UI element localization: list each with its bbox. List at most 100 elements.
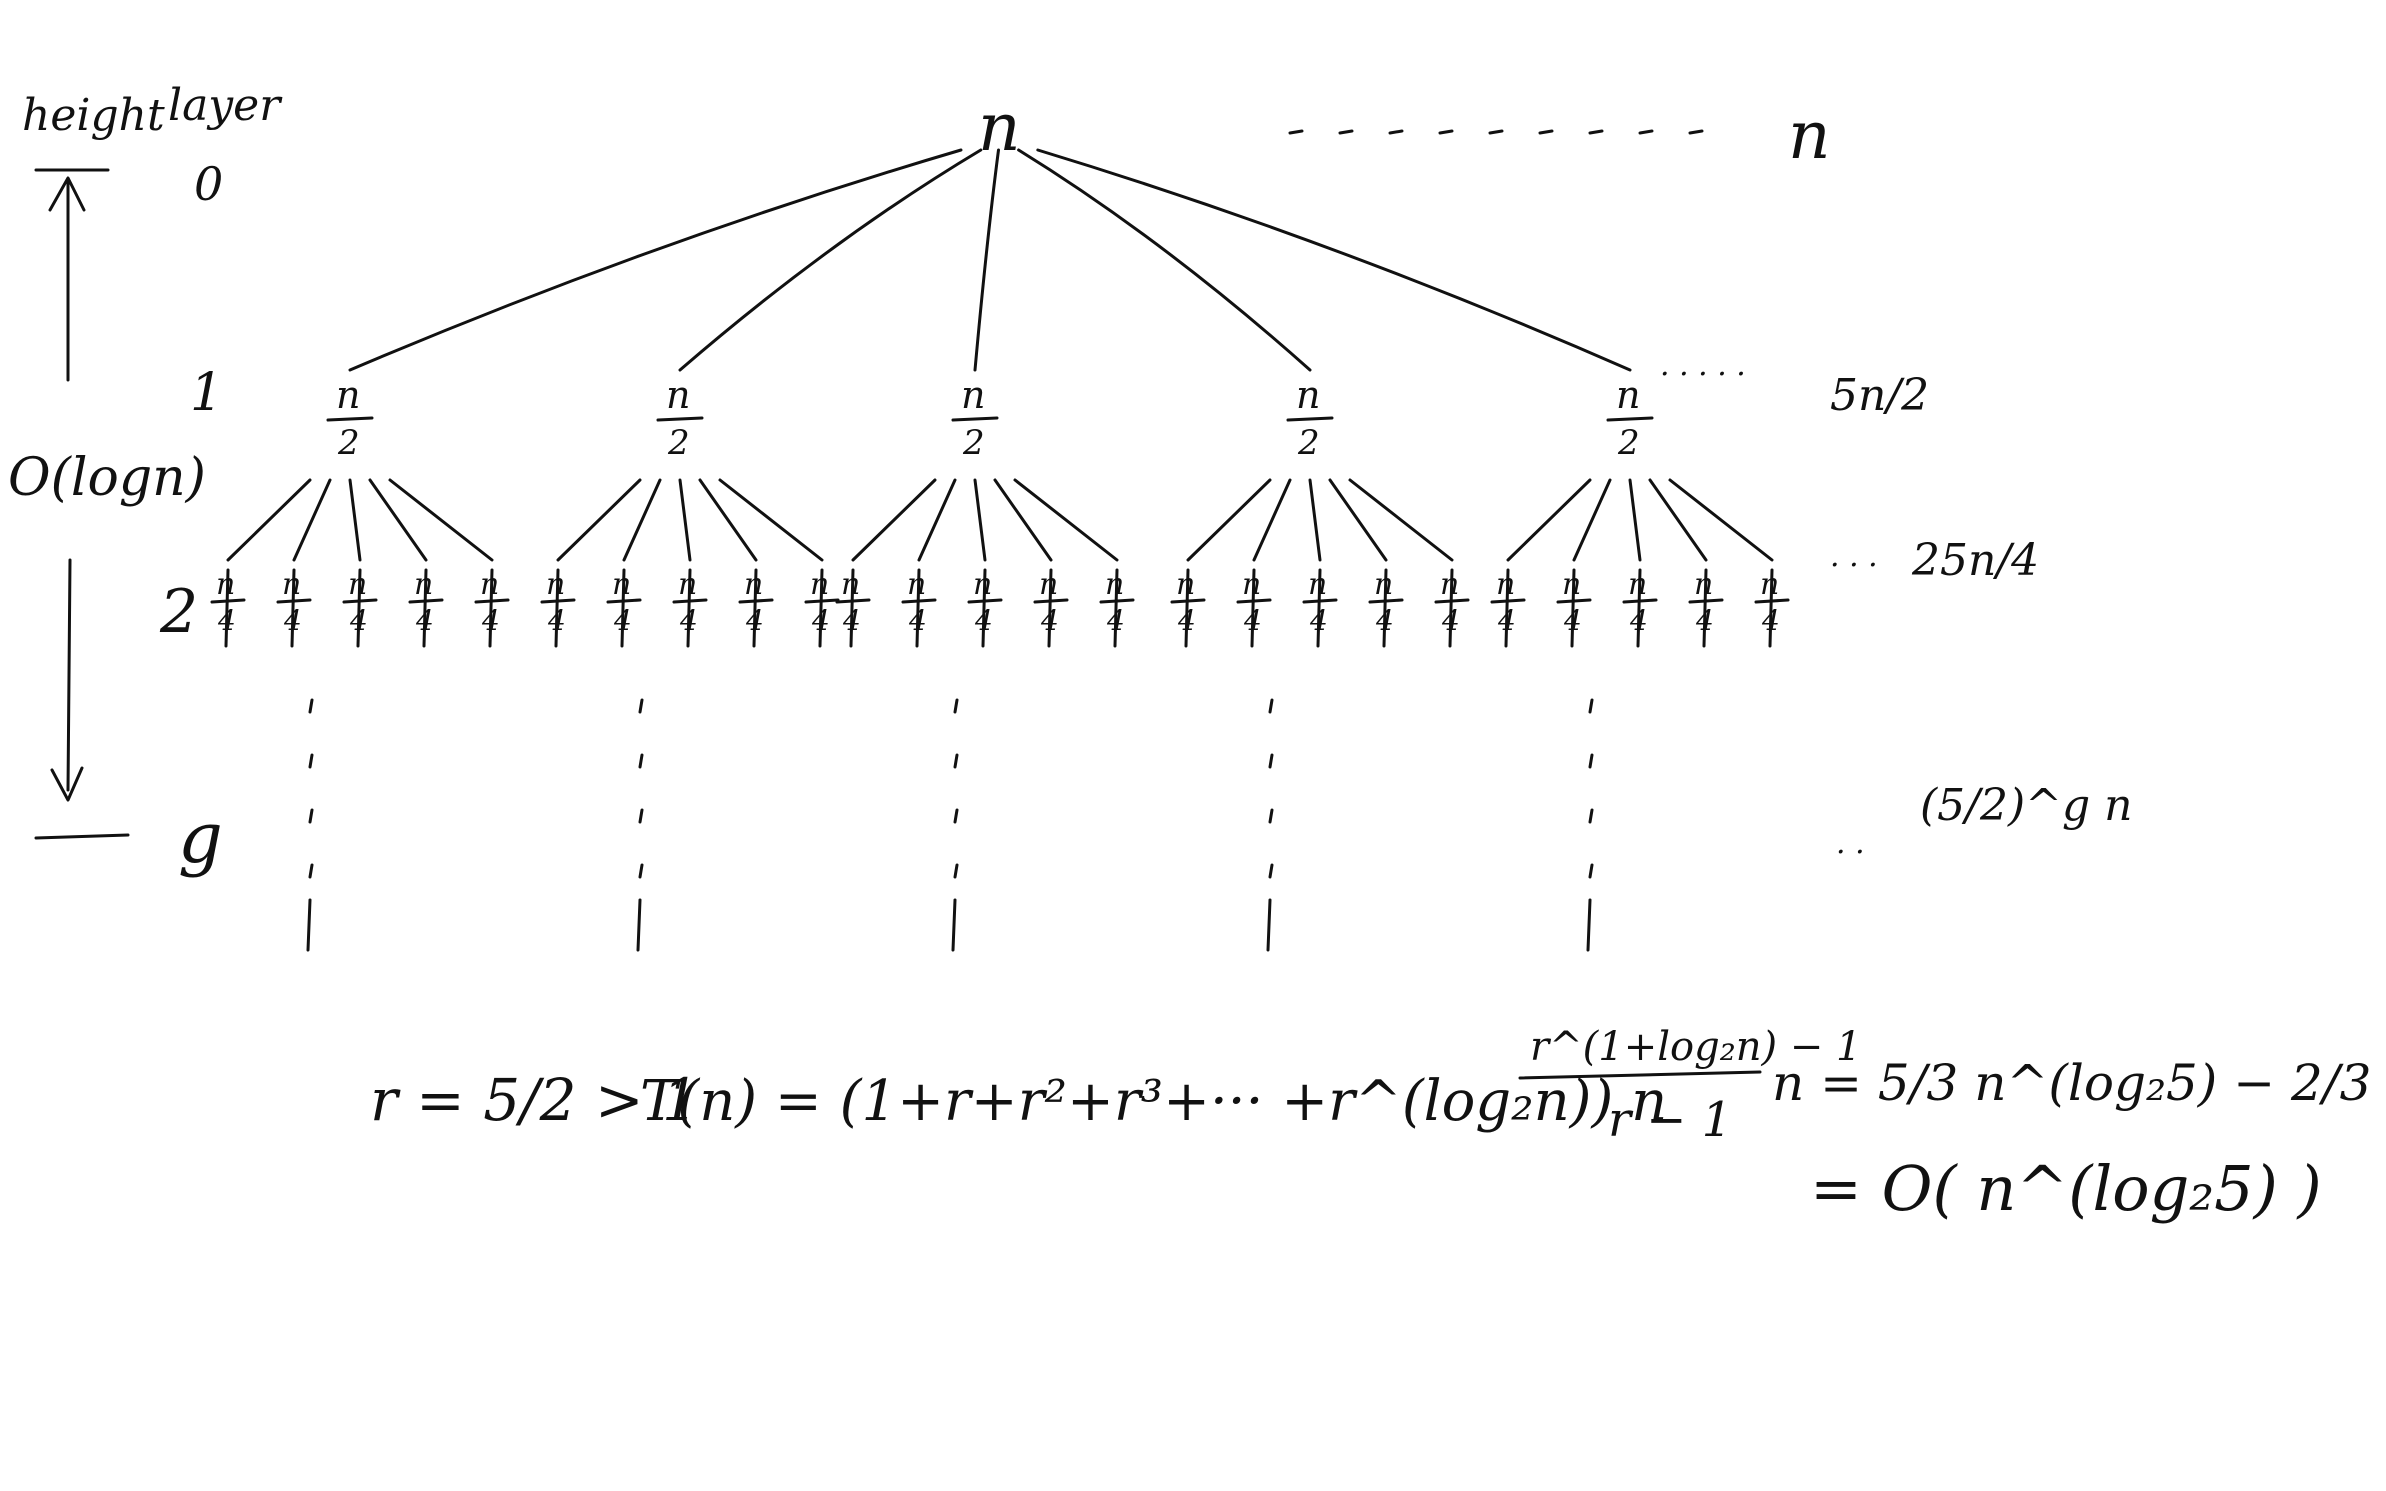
node-numerator: n [961,373,985,417]
level-2-node: n4 [276,567,312,648]
edge-level1-level2 [1308,478,1322,562]
ellipsis-dot [1588,753,1594,769]
edge-root-level1 [348,148,963,372]
node-numerator: n [336,373,360,417]
ellipsis-dot [953,698,959,714]
level-1-node: n2 [1286,373,1334,463]
node-fraction-bar [656,416,704,422]
ellipsis-tail [636,898,642,952]
node-numerator: n [1496,567,1515,602]
sum-fraction-denominator: r − 1 [1608,1092,1732,1148]
sum-result: n = 5/3 n^(log₂5) − 2/3 n [1772,1054,2386,1112]
node-strike [1504,568,1510,648]
edge-root-level1 [973,148,1000,372]
level-2-node: n4 [835,567,871,648]
height-down-arrow [50,558,84,802]
node-strike [1768,568,1774,648]
node-strike [620,568,626,648]
node-strike [1636,568,1642,648]
ellipsis-tail [306,898,312,952]
node-numerator: n [1039,567,1058,602]
level-2-node: n4 [1033,567,1069,648]
edge-level1-level2 [1252,478,1292,562]
level-2-node: n4 [1556,567,1592,648]
ellipsis-dot [638,863,644,879]
node-numerator: n [1374,567,1393,602]
level-0-dots [1288,129,1704,135]
node-strike [818,568,824,648]
height-value: O(logn) [8,448,206,508]
edge-level1-level2 [622,478,662,562]
ellipsis-dot [1268,863,1274,879]
edge-root-level1 [1017,148,1312,372]
level-2-node: n4 [342,567,378,648]
edge-level1-level2 [1506,478,1592,562]
node-numerator: n [678,567,697,602]
ellipsis-dot [1588,698,1594,714]
level-1-node: n2 [1606,373,1654,463]
edge-level1-level2 [1668,478,1774,562]
ratio-equation: r = 5/2 > 1 [370,1066,699,1134]
guide-dot [1538,129,1554,135]
level-2-node: n4 [408,567,444,648]
level-1-dots: · · · · · [1660,357,1746,392]
level-2-node: n4 [1170,567,1206,648]
layer-2: 2 [159,577,198,647]
level-2-node: n4 [1490,567,1526,648]
node-denominator: 2 [1617,423,1640,463]
height-up-arrow [48,176,86,382]
edge-level1-level2 [917,478,957,562]
node-strike [1047,568,1053,648]
node-strike [752,568,758,648]
node-numerator: n [666,373,690,417]
edge-level1-level2 [292,478,332,562]
edge-level1-level2 [1186,478,1272,562]
sum-fraction-numerator: r^(1+log₂n) − 1 [1530,1024,1861,1070]
node-numerator: n [216,567,235,602]
level-2-node: n4 [1622,567,1658,648]
edge-level1-level2 [678,478,692,562]
node-strike [1113,568,1119,648]
level-2-node: n4 [1368,567,1404,648]
node-denominator: 2 [667,423,690,463]
node-strike [488,568,494,648]
level-g-dots: · · [1836,835,1865,870]
node-numerator: n [1760,567,1779,602]
node-strike [849,568,855,648]
node-strike [422,568,428,648]
ellipsis-dot [953,808,959,824]
ellipsis-dot [638,808,644,824]
edge-level1-level2 [718,478,824,562]
node-numerator: n [612,567,631,602]
guide-dot [1488,129,1504,135]
ellipsis-dot [953,863,959,879]
ellipsis-dot [1588,808,1594,824]
node-strike [224,568,230,648]
node-strike [1570,568,1576,648]
ellipsis-dot [308,753,314,769]
level-2-node: n4 [1754,567,1790,648]
node-fraction-bar [326,416,374,422]
edge-level1-level2 [348,478,362,562]
level-2-node: n4 [1099,567,1135,648]
level-2-dots: · · · [1830,548,1878,583]
node-strike [686,568,692,648]
node-numerator: n [1628,567,1647,602]
level-2-node: n4 [606,567,642,648]
level-2-node: n4 [738,567,774,648]
node-numerator: n [973,567,992,602]
ellipsis-dot [308,863,314,879]
node-numerator: n [1308,567,1327,602]
sum-equation: T(n) = (1+r+r²+r³+··· +r^(log₂n)) n [640,1069,1667,1134]
node-numerator: n [282,567,301,602]
node-numerator: n [1694,567,1713,602]
guide-dot [1688,129,1704,135]
node-numerator: n [810,567,829,602]
edge-level1-level2 [368,478,428,562]
edge-level1-level2 [1328,478,1388,562]
node-numerator: n [1616,373,1640,417]
guide-dot [1588,129,1604,135]
node-strike [290,568,296,648]
ellipsis-dot [308,808,314,824]
